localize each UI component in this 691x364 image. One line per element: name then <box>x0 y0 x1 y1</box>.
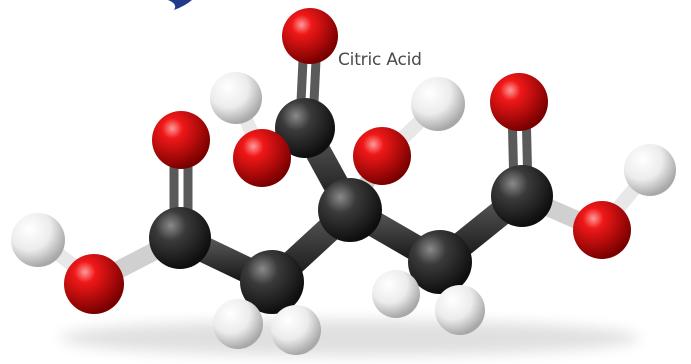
oxygen-atom-top-hydroxyl <box>233 129 291 187</box>
carbon-atom-top-carboxyl <box>275 98 335 158</box>
molecule-caption: Citric Acid <box>338 50 422 70</box>
hydrogen-atom-left-hydroxyl <box>11 213 65 267</box>
hydrogen-atom-center-hydroxyl <box>411 77 465 131</box>
carbon-atom-central <box>318 178 382 242</box>
hydrogen-atom-right-hydroxyl <box>624 144 676 196</box>
atoms <box>11 8 676 355</box>
carbon-atom-right-ch2 <box>408 230 472 294</box>
blue-arc-fragment <box>168 0 192 10</box>
oxygen-atom-left-hydroxyl <box>64 254 124 314</box>
molecule-shadow <box>60 320 640 356</box>
hydrogen-atom-top-hydroxyl <box>210 72 262 124</box>
hydrogen-atom-right-ch2-b <box>435 285 485 335</box>
oxygen-atom-right-hydroxyl <box>573 201 631 259</box>
carbon-atom-left-ch2 <box>240 250 304 314</box>
oxygen-atom-left-double <box>152 111 210 169</box>
oxygen-atom-top-double <box>282 8 338 64</box>
oxygen-atom-center-hydroxyl <box>353 127 411 185</box>
carbon-atom-left-carboxyl <box>149 207 211 269</box>
carbon-atom-right-carboxyl <box>491 165 553 227</box>
hydrogen-atom-right-ch2-a <box>372 270 420 318</box>
oxygen-atom-right-double <box>490 73 548 131</box>
hydrogen-atom-left-ch2-a <box>213 299 263 349</box>
hydrogen-atom-left-ch2-b <box>271 305 321 355</box>
